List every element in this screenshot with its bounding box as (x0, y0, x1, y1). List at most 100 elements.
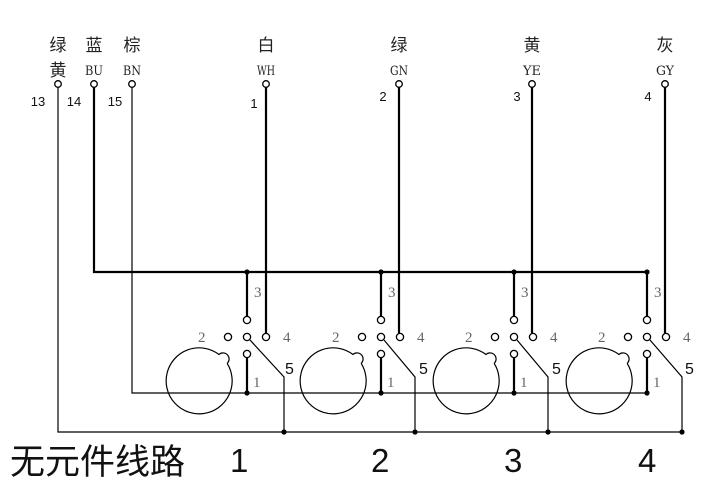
pin-4-icon (395, 332, 405, 342)
terminal-number: 1 (250, 96, 257, 111)
pin-1-icon (509, 349, 519, 359)
pin-label-4: 4 (550, 330, 558, 346)
junction-dot (244, 390, 250, 396)
terminal-number: 2 (379, 89, 386, 104)
bus-pin1-wire (131, 87, 647, 394)
caption-number-3: 3 (504, 442, 522, 479)
pin-2-icon (223, 332, 233, 342)
terminal-1: 白 WH 1 (250, 36, 275, 111)
terminal-ring-icon (128, 80, 136, 88)
terminal-ring-icon (54, 80, 62, 88)
pin-label-3: 3 (254, 285, 262, 301)
pin-label-5: 5 (685, 361, 694, 378)
pin5-wire (649, 339, 683, 432)
junction-dot (281, 429, 287, 435)
pin-5-icon (242, 332, 252, 342)
junction-dot (644, 390, 650, 396)
terminal-ring-icon (528, 80, 536, 88)
terminal-color-cn: 黄 (524, 36, 541, 56)
pin-label-5: 5 (552, 361, 561, 378)
junction-dot (244, 269, 250, 275)
pin-3-icon (509, 315, 519, 325)
pin-label-3: 3 (521, 285, 529, 301)
pin-4-icon (261, 332, 271, 342)
pin-3-icon (376, 315, 386, 325)
pin-label-2: 2 (332, 330, 340, 346)
terminal-14: 蓝 BU 14 (67, 36, 103, 109)
junction-dot (511, 269, 517, 275)
terminal-color-cn: 灰 (657, 36, 674, 56)
connector-body (299, 347, 367, 415)
pin-label-3: 3 (654, 285, 662, 301)
pin-1-icon (376, 349, 386, 359)
pin5-wire (249, 339, 285, 432)
caption-number-1: 1 (230, 442, 248, 479)
pin-label-2: 2 (598, 330, 606, 346)
terminal-color-code: BN (123, 64, 141, 79)
bus-pin3-wire (92, 87, 647, 274)
pin-1-icon (642, 349, 652, 359)
terminal-3: 黄 YE3 (513, 36, 541, 104)
pin-2-icon (623, 332, 633, 342)
pin-label-1: 1 (520, 375, 528, 391)
terminal-color-cn: 棕 (124, 36, 141, 56)
caption-number-4: 4 (638, 442, 656, 479)
pin-label-1: 1 (653, 375, 661, 391)
pin-2-icon (490, 332, 500, 342)
terminal-color-cn: 绿 (391, 36, 408, 56)
terminal-color-code: GY (656, 64, 674, 79)
junction-dot (679, 429, 685, 435)
pin-label-5: 5 (419, 361, 428, 378)
terminal-number: 3 (513, 89, 520, 104)
junction-dot (378, 269, 384, 275)
terminal-color-cn-2: 黄 (50, 61, 67, 81)
terminal-ring-icon (90, 80, 98, 88)
pin-5-icon (642, 332, 652, 342)
caption-number-2: 2 (371, 442, 389, 479)
bus-pin5-wire (57, 87, 682, 433)
pin-label-2: 2 (465, 330, 473, 346)
terminal-color-cn: 白 (258, 36, 275, 56)
terminal-number: 13 (31, 94, 45, 109)
pin5-wire (516, 339, 549, 432)
terminal-color-code: YE (522, 64, 541, 79)
terminal-ring-icon (262, 80, 270, 88)
connector-body (565, 347, 633, 415)
terminal-color-cn: 蓝 (86, 36, 103, 56)
junction-dot (644, 269, 650, 275)
terminal-number: 15 (108, 94, 122, 109)
pin-2-icon (357, 332, 367, 342)
connector-3: 3 2 4 1 5 (432, 87, 561, 435)
terminal-color-code: BU (85, 64, 103, 79)
junction-dot (412, 429, 418, 435)
connector-body (165, 347, 233, 415)
pin-label-5: 5 (285, 361, 294, 378)
terminal-ring-icon (661, 80, 669, 88)
terminal-number: 14 (67, 94, 81, 109)
junction-dot (378, 390, 384, 396)
pin5-wire (383, 339, 416, 432)
pin-label-4: 4 (417, 330, 425, 346)
pin-label-3: 3 (388, 285, 396, 301)
connector-body (432, 347, 500, 415)
terminal-color-code: WH (257, 64, 275, 79)
pin-3-icon (642, 315, 652, 325)
pin-label-2: 2 (198, 330, 206, 346)
pin-4-icon (661, 332, 671, 342)
pin-label-1: 1 (253, 375, 261, 391)
junction-dot (545, 429, 551, 435)
pin-3-icon (242, 315, 252, 325)
pin-1-icon (242, 349, 252, 359)
pin-5-icon (509, 332, 519, 342)
pin-label-4: 4 (283, 330, 291, 346)
junction-dot (511, 390, 517, 396)
